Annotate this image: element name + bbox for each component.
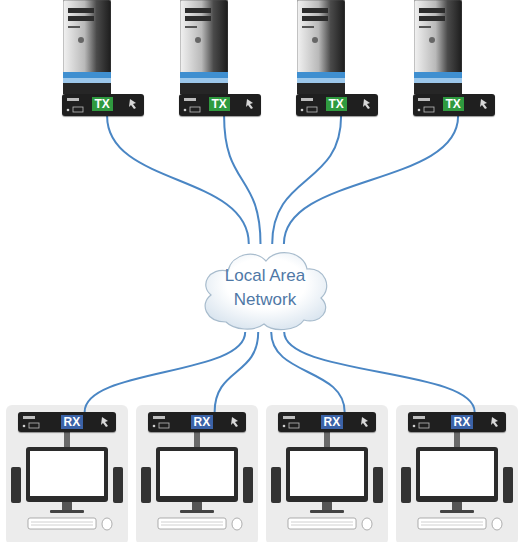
usb-port — [73, 107, 83, 112]
receiver-unit: RX — [408, 412, 506, 432]
transmitter-unit: TX — [179, 94, 261, 116]
brand-icon — [101, 417, 108, 427]
brand-mark — [418, 98, 430, 101]
usb-port — [424, 107, 434, 112]
pc-tower — [414, 0, 462, 94]
network-cable — [272, 116, 341, 244]
transmitter-unit: TX — [413, 94, 495, 116]
usb-port — [307, 107, 317, 112]
network-cloud: Local Area Network — [196, 244, 334, 332]
status-led — [283, 425, 286, 428]
workstation — [266, 405, 388, 542]
brand-mark — [23, 416, 35, 419]
usb-port — [419, 423, 429, 428]
unit-label: TX — [326, 97, 347, 111]
brand-mark — [184, 98, 196, 101]
brand-mark — [301, 98, 313, 101]
unit-label: TX — [209, 97, 230, 111]
brand-icon — [129, 99, 136, 109]
network-cable — [85, 332, 246, 412]
network-cable — [284, 332, 474, 412]
status-led — [301, 109, 304, 112]
brand-icon — [231, 417, 238, 427]
brand-mark — [283, 416, 295, 419]
status-led — [23, 425, 26, 428]
network-cable — [107, 116, 249, 244]
workstations — [6, 405, 518, 542]
status-led — [67, 109, 70, 112]
network-label: Local Area Network — [213, 264, 317, 312]
brand-icon — [246, 99, 253, 109]
cloud-outline — [196, 244, 334, 332]
usb-port — [159, 423, 169, 428]
unit-label: RX — [191, 415, 214, 429]
workstation — [396, 405, 518, 542]
brand-icon — [480, 99, 487, 109]
network-cable — [271, 332, 344, 412]
usb-port — [190, 107, 200, 112]
unit-label: TX — [443, 97, 464, 111]
network-cable — [215, 332, 259, 412]
computer-towers — [63, 0, 462, 94]
unit-label: TX — [92, 97, 113, 111]
status-led — [184, 109, 187, 112]
cloud-shape — [205, 253, 327, 330]
receiver-unit: RX — [278, 412, 376, 432]
brand-mark — [413, 416, 425, 419]
workstation — [136, 405, 258, 542]
unit-label: RX — [321, 415, 344, 429]
usb-port — [29, 423, 39, 428]
brand-mark — [153, 416, 165, 419]
transmitter-unit: TX — [62, 94, 144, 116]
pc-tower — [297, 0, 345, 94]
usb-port — [289, 423, 299, 428]
network-cable — [284, 116, 458, 244]
brand-icon — [361, 417, 368, 427]
brand-icon — [363, 99, 370, 109]
network-cable — [224, 116, 260, 244]
pc-tower — [63, 0, 111, 94]
brand-mark — [67, 98, 79, 101]
receiver-unit: RX — [148, 412, 246, 432]
receiver-unit: RX — [18, 412, 116, 432]
status-led — [153, 425, 156, 428]
workstation — [6, 405, 128, 542]
status-led — [413, 425, 416, 428]
brand-icon — [491, 417, 498, 427]
unit-label: RX — [61, 415, 84, 429]
transmitter-unit: TX — [296, 94, 378, 116]
status-led — [418, 109, 421, 112]
pc-tower — [180, 0, 228, 94]
unit-label: RX — [451, 415, 474, 429]
